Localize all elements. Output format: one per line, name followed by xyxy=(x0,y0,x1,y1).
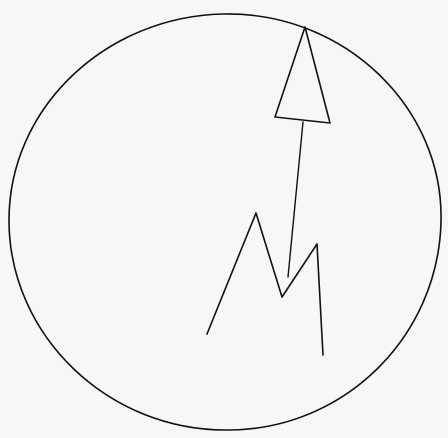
circle-outline xyxy=(9,14,441,430)
zigzag-m-shape xyxy=(207,213,323,355)
triangle-arrowhead xyxy=(275,27,330,123)
arrow-shaft xyxy=(288,122,303,277)
